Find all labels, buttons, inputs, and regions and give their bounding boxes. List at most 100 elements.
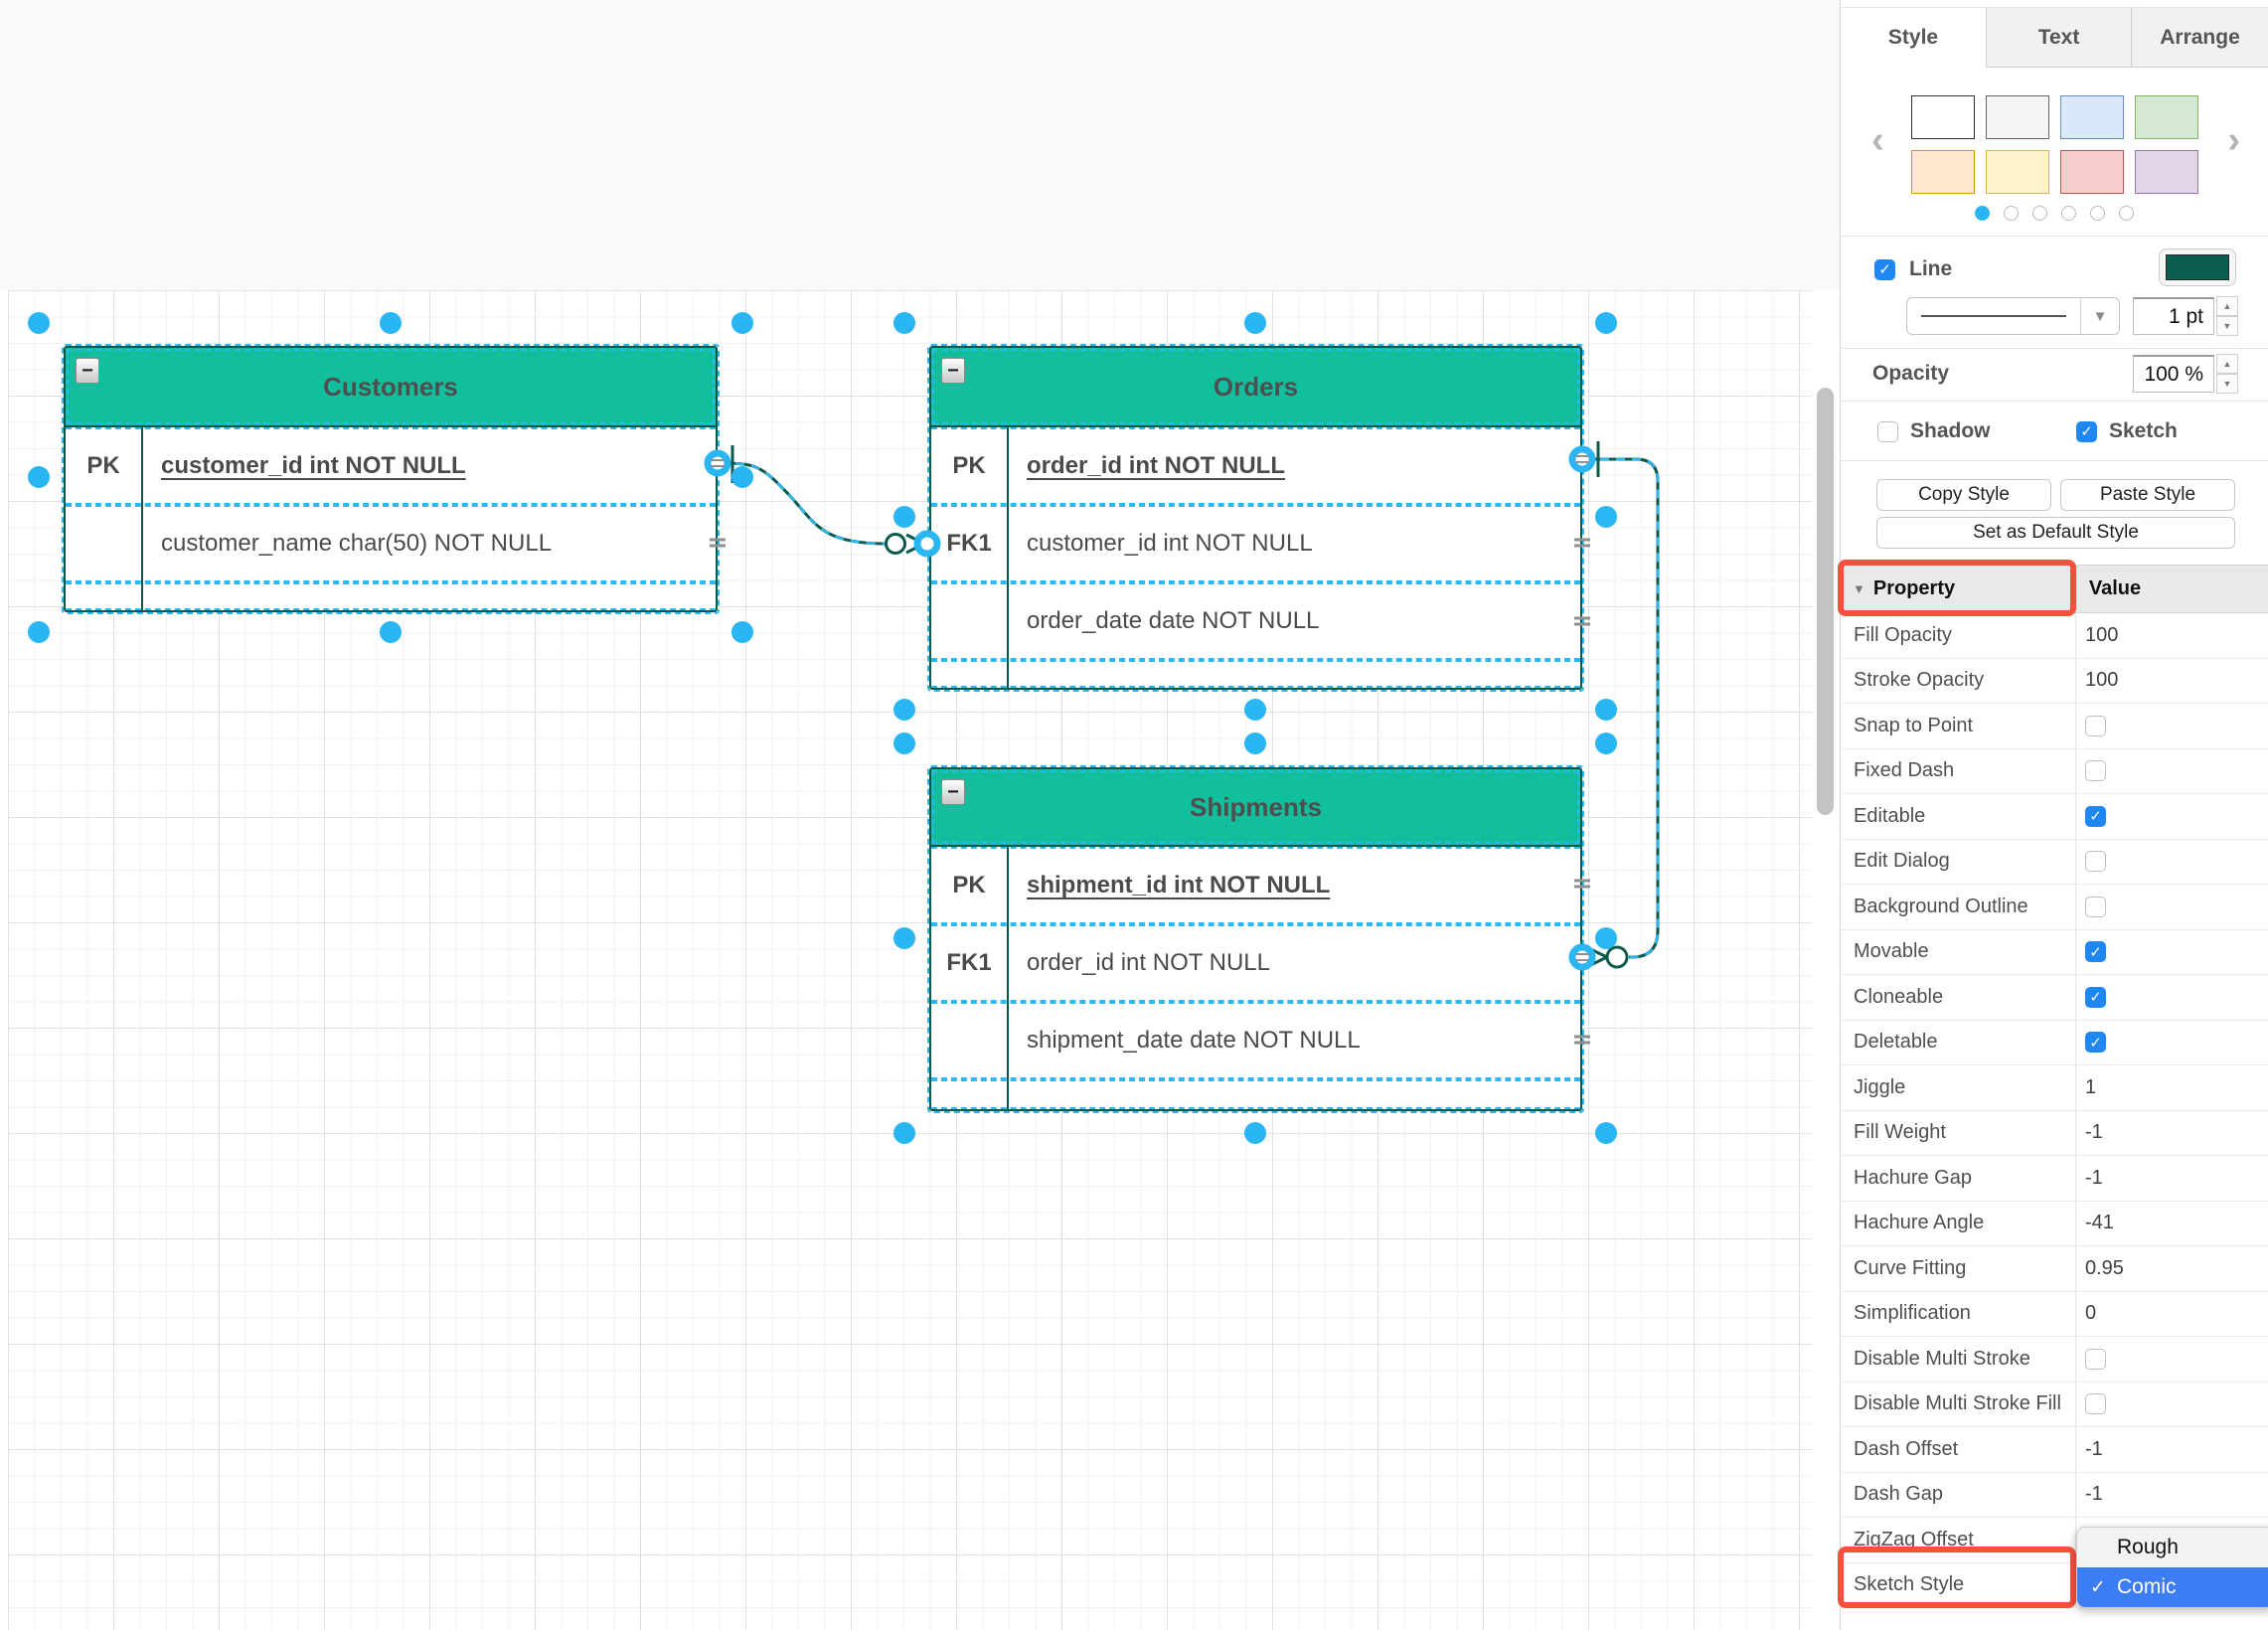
- table-row-empty[interactable]: [931, 1079, 1580, 1109]
- row-field: customer_id int NOT NULL: [161, 452, 466, 479]
- table-row[interactable]: PK order_id int NOT NULL: [931, 427, 1580, 505]
- pagination-dot[interactable]: [2061, 206, 2076, 221]
- line-width-input[interactable]: 1 pt: [2133, 297, 2214, 335]
- property-row[interactable]: Dash Offset-1: [1841, 1427, 2268, 1473]
- table-row[interactable]: PK customer_id int NOT NULL: [66, 427, 716, 505]
- table-header[interactable]: − Shipments: [931, 769, 1580, 847]
- table-header[interactable]: − Orders: [931, 348, 1580, 427]
- checkbox[interactable]: [2085, 715, 2106, 736]
- dropdown-item-comic[interactable]: ✓ Comic: [2077, 1567, 2268, 1607]
- copy-style-button[interactable]: Copy Style: [1876, 479, 2051, 511]
- canvas-scrollbar[interactable]: [1817, 388, 1834, 815]
- property-row[interactable]: Background Outline: [1841, 885, 2268, 930]
- opacity-stepper[interactable]: ▲▼: [2216, 354, 2238, 394]
- shadow-checkbox[interactable]: [1877, 420, 1898, 442]
- checkbox[interactable]: [2085, 851, 2106, 873]
- table-row[interactable]: order_date date NOT NULL: [931, 582, 1580, 660]
- pagination-dot[interactable]: [2119, 206, 2134, 221]
- table-row[interactable]: FK1 customer_id int NOT NULL: [931, 505, 1580, 582]
- collapse-icon[interactable]: −: [76, 358, 99, 384]
- property-table-header[interactable]: ▼ Property Value: [1841, 565, 2268, 613]
- property-row[interactable]: Hachure Angle-41: [1841, 1201, 2268, 1246]
- er-table-shipments[interactable]: − Shipments PK shipment_id int NOT NULL …: [927, 765, 1584, 1113]
- table-row[interactable]: PK shipment_id int NOT NULL: [931, 847, 1580, 924]
- collapse-icon[interactable]: −: [941, 358, 965, 384]
- style-swatch[interactable]: [2060, 95, 2124, 139]
- property-row[interactable]: Fill Weight-1: [1841, 1110, 2268, 1156]
- property-row[interactable]: Edit Dialog: [1841, 839, 2268, 885]
- style-swatch[interactable]: [2060, 150, 2124, 194]
- er-table-customers[interactable]: − Customers PK customer_id int NOT NULL …: [62, 344, 720, 614]
- line-color-swatch: [2166, 254, 2229, 280]
- table-header[interactable]: − Customers: [66, 348, 716, 427]
- style-swatch[interactable]: [2135, 95, 2198, 139]
- checkbox[interactable]: [2085, 941, 2106, 963]
- table-row-empty[interactable]: [931, 660, 1580, 688]
- tab-text[interactable]: Text: [1986, 8, 2131, 68]
- pagination-dot[interactable]: [2004, 206, 2019, 221]
- triangle-down-icon: ▼: [1853, 581, 1865, 596]
- opacity-label: Opacity: [1872, 362, 1950, 385]
- property-row[interactable]: Hachure Gap-1: [1841, 1156, 2268, 1202]
- property-row[interactable]: ZigZag Offset: [1841, 1518, 2268, 1563]
- swatch-next-icon[interactable]: ›: [2227, 119, 2240, 161]
- row-field: order_id int NOT NULL: [1027, 949, 1270, 976]
- line-checkbox[interactable]: [1874, 258, 1895, 280]
- set-default-style-button[interactable]: Set as Default Style: [1876, 517, 2235, 549]
- tab-arrange[interactable]: Arrange: [2131, 8, 2268, 68]
- property-row[interactable]: Disable Multi Stroke Fill: [1841, 1382, 2268, 1427]
- sketch-checkbox[interactable]: [2076, 420, 2097, 442]
- format-tabs: Style Text Arrange: [1841, 8, 2268, 68]
- style-swatch[interactable]: [1986, 150, 2049, 194]
- paste-style-button[interactable]: Paste Style: [2060, 479, 2235, 511]
- style-swatch[interactable]: [1986, 95, 2049, 139]
- line-width-stepper[interactable]: ▲▼: [2216, 296, 2238, 336]
- property-row[interactable]: Fixed Dash: [1841, 748, 2268, 794]
- checkbox[interactable]: [2085, 1032, 2106, 1054]
- property-row[interactable]: Dash Gap-1: [1841, 1472, 2268, 1518]
- diagram-canvas[interactable]: − Customers PK customer_id int NOT NULL …: [0, 0, 1840, 1630]
- pagination-dot[interactable]: [2032, 206, 2047, 221]
- table-row[interactable]: FK1 order_id int NOT NULL: [931, 924, 1580, 1002]
- tab-style[interactable]: Style: [1841, 8, 1986, 68]
- checkbox[interactable]: [2085, 1348, 2106, 1370]
- checkbox[interactable]: [2085, 805, 2106, 827]
- checkbox[interactable]: [2085, 1393, 2106, 1415]
- style-swatch[interactable]: [2135, 150, 2198, 194]
- checkbox[interactable]: [2085, 760, 2106, 782]
- property-row[interactable]: Deletable: [1841, 1020, 2268, 1065]
- property-row[interactable]: Cloneable: [1841, 975, 2268, 1021]
- opacity-input[interactable]: 100 %: [2133, 355, 2214, 393]
- property-row[interactable]: Disable Multi Stroke: [1841, 1337, 2268, 1383]
- property-row[interactable]: Snap to Point: [1841, 704, 2268, 749]
- style-swatch[interactable]: [1911, 95, 1975, 139]
- dropdown-item-rough[interactable]: Rough: [2117, 1536, 2179, 1558]
- row-field: shipment_date date NOT NULL: [1027, 1027, 1361, 1054]
- er-table-orders[interactable]: − Orders PK order_id int NOT NULL FK1 cu…: [927, 344, 1584, 692]
- checkbox[interactable]: [2085, 986, 2106, 1008]
- line-style-select[interactable]: ▼: [1906, 297, 2120, 335]
- line-color-button[interactable]: [2159, 248, 2236, 286]
- pagination-dot[interactable]: [2090, 206, 2105, 221]
- property-row[interactable]: Movable: [1841, 929, 2268, 975]
- style-swatch[interactable]: [1911, 150, 1975, 194]
- pagination-dot[interactable]: [1975, 206, 1990, 221]
- table-row[interactable]: shipment_date date NOT NULL: [931, 1002, 1580, 1079]
- collapse-icon[interactable]: −: [941, 779, 965, 805]
- table-row[interactable]: customer_name char(50) NOT NULL: [66, 505, 716, 582]
- row-key: PK: [931, 429, 1009, 503]
- checkbox[interactable]: [2085, 896, 2106, 917]
- row-key: FK1: [931, 507, 1009, 580]
- property-column-header: Property: [1872, 577, 1956, 599]
- swatch-prev-icon[interactable]: ‹: [1871, 119, 1884, 161]
- row-field: shipment_id int NOT NULL: [1027, 872, 1331, 898]
- table-row-empty[interactable]: [66, 582, 716, 610]
- property-row[interactable]: Editable: [1841, 794, 2268, 840]
- row-field: order_id int NOT NULL: [1027, 452, 1285, 479]
